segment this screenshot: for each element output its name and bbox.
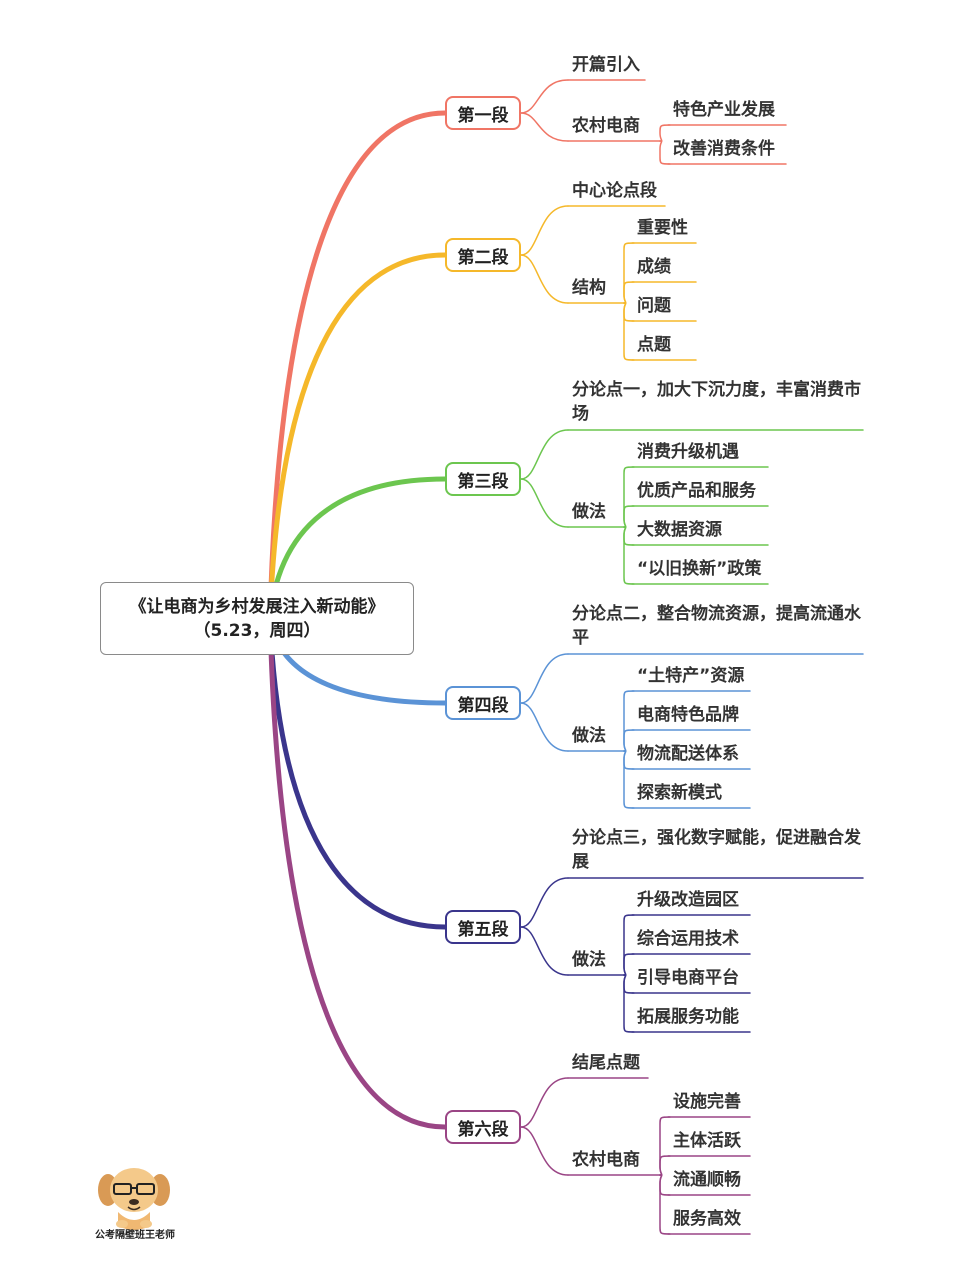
branch-connector (520, 1126, 569, 1176)
child-connector (623, 466, 635, 528)
section-node-2[interactable]: 第二段 (445, 238, 521, 272)
leaf-label[interactable]: 改善消费条件 (673, 139, 775, 159)
root-subtitle: （5.23，周四） (193, 621, 321, 641)
child-connector (659, 1116, 671, 1176)
logo-caption: 公考隔壁班王老师 (95, 1230, 175, 1241)
branch-label[interactable]: 分论点三，强化数字赋能，促进融合发展 (572, 828, 861, 872)
child-connector (623, 914, 635, 976)
section-node-1[interactable]: 第一段 (445, 96, 521, 130)
trunk-line-5 (267, 616, 448, 930)
child-connector (623, 690, 635, 752)
child-connector (623, 242, 635, 304)
branch-label[interactable]: 结尾点题 (572, 1053, 640, 1073)
branch-connector (520, 877, 569, 928)
leaf-label[interactable]: 服务高效 (673, 1209, 741, 1229)
leaf-label[interactable]: 优质产品和服务 (637, 481, 756, 501)
leaf-label[interactable]: 引导电商平台 (637, 968, 739, 988)
branch-connector (520, 205, 569, 256)
root-topic[interactable]: 《让电商为乡村发展注入新动能》 （5.23，周四） (100, 582, 414, 655)
branch-connector (520, 1077, 569, 1128)
branch-label[interactable]: 中心论点段 (572, 181, 657, 201)
leaf-label[interactable]: 设施完善 (673, 1092, 741, 1112)
leaf-label[interactable]: 重要性 (637, 218, 688, 238)
child-connector (623, 281, 635, 304)
child-connector (623, 974, 635, 1033)
child-connector (623, 526, 635, 585)
leaf-label[interactable]: 特色产业发展 (673, 100, 775, 120)
branch-label[interactable]: 做法 (572, 726, 606, 746)
branch-label[interactable]: 分论点一，加大下沉力度，丰富消费市场 (572, 380, 861, 424)
branch-label[interactable]: 农村电商 (572, 116, 640, 136)
leaf-label[interactable]: “土特产”资源 (637, 666, 745, 686)
leaf-label[interactable]: 点题 (637, 335, 671, 355)
child-connector (659, 140, 671, 165)
child-connector (659, 1174, 671, 1235)
child-connector (623, 953, 635, 976)
root-title: 《让电商为乡村发展注入新动能》 (129, 597, 385, 617)
cartoon-dog-teacher-icon (98, 1168, 170, 1230)
branch-connector (520, 112, 569, 142)
leaf-label[interactable]: 流通顺畅 (673, 1170, 741, 1190)
section-node-4[interactable]: 第四段 (445, 686, 521, 720)
leaf-label[interactable]: 成绩 (637, 257, 671, 277)
leaf-label[interactable]: 物流配送体系 (637, 744, 739, 764)
branch-label[interactable]: 做法 (572, 502, 606, 522)
leaf-label[interactable]: 探索新模式 (637, 783, 722, 803)
branch-connector (520, 653, 569, 704)
trunk-line-1 (267, 110, 448, 622)
leaf-label[interactable]: 消费升级机遇 (637, 442, 739, 462)
branch-connector (520, 702, 569, 752)
leaf-label[interactable]: 拓展服务功能 (637, 1007, 739, 1027)
leaf-label[interactable]: 大数据资源 (637, 520, 722, 540)
branch-label[interactable]: 农村电商 (572, 1150, 640, 1170)
branch-label[interactable]: 分论点二，整合物流资源，提高流通水平 (572, 604, 861, 648)
branch-connector (520, 429, 569, 480)
trunk-line-2 (267, 252, 448, 622)
leaf-label[interactable]: 综合运用技术 (637, 929, 739, 949)
child-connector (623, 505, 635, 528)
branch-connector (520, 478, 569, 528)
leaf-label[interactable]: 主体活跃 (673, 1131, 741, 1151)
trunk-line-6 (267, 616, 448, 1130)
section-node-3[interactable]: 第三段 (445, 462, 521, 496)
child-connector (623, 750, 635, 809)
child-connector (659, 124, 671, 142)
leaf-label[interactable]: 升级改造园区 (637, 890, 739, 910)
branch-connector (520, 926, 569, 976)
branch-label[interactable]: 结构 (572, 278, 606, 298)
child-connector (659, 1174, 671, 1196)
child-connector (623, 302, 635, 361)
branch-connector (520, 79, 569, 114)
branch-label[interactable]: 开篇引入 (572, 55, 640, 75)
section-node-6[interactable]: 第六段 (445, 1110, 521, 1144)
child-connector (659, 1155, 671, 1176)
section-node-5[interactable]: 第五段 (445, 910, 521, 944)
branch-connector (520, 254, 569, 304)
leaf-label[interactable]: 电商特色品牌 (637, 705, 739, 725)
leaf-label[interactable]: 问题 (637, 296, 671, 316)
branch-label[interactable]: 做法 (572, 950, 606, 970)
child-connector (623, 729, 635, 752)
leaf-label[interactable]: “以旧换新”政策 (637, 559, 762, 579)
